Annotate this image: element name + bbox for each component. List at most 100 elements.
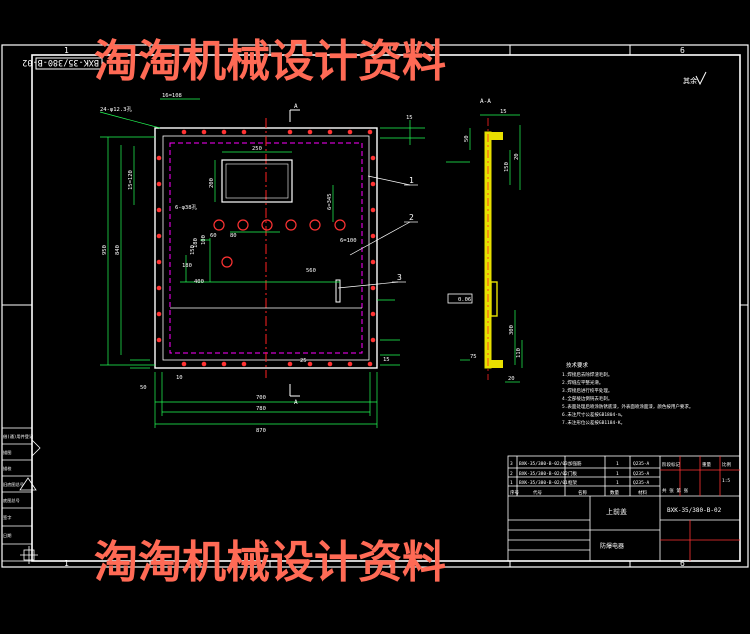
grid-bottom-1: 1 bbox=[64, 559, 69, 568]
bom-header-no: 序号 bbox=[510, 489, 519, 496]
dim-950: 950 bbox=[102, 245, 108, 255]
bom-row1-name: 框架 bbox=[568, 479, 577, 486]
watermark-bottom: 淘淘机械设计资料 bbox=[94, 537, 446, 588]
dim-s15b: 15 bbox=[383, 357, 390, 363]
outer-border bbox=[1, 44, 749, 568]
section-letter-bottom: A bbox=[294, 399, 298, 406]
bom-row3-code: BXK-35/380-B-02/03 bbox=[519, 461, 568, 467]
inner-border bbox=[31, 54, 741, 562]
dim-s15: 15 bbox=[406, 115, 413, 121]
side-table-item-4: 底图总号 bbox=[3, 497, 20, 504]
dim-870: 870 bbox=[256, 428, 266, 434]
section-letter-top: A bbox=[294, 103, 298, 110]
side-table-item-0: 借(通)用件登记 bbox=[3, 433, 34, 440]
title-block-frame bbox=[507, 455, 741, 562]
side-table-item-6: 日期 bbox=[3, 533, 11, 539]
roughness-symbol-icon bbox=[695, 71, 707, 86]
note-6: 6.未注尺寸公差按GB1804-m。 bbox=[562, 411, 625, 418]
note-7: 7.未注形位公差按GB1184-K。 bbox=[562, 419, 625, 426]
roughness-label: 其余 bbox=[683, 76, 697, 85]
sdim-300: 300 bbox=[509, 325, 515, 335]
grid-top-1: 1 bbox=[64, 46, 69, 55]
dim-top-pitch: 16=108 bbox=[162, 93, 182, 99]
sdim-20b: 20 bbox=[508, 376, 515, 382]
note-2: 2.焊缝应平整光滑。 bbox=[562, 379, 603, 386]
dim-180: 180 bbox=[182, 263, 192, 269]
flatness-value: 0.06 bbox=[458, 297, 471, 303]
section-dim-texts: 50 15 20 150 300 110 75 20 bbox=[464, 109, 522, 382]
rotated-code-box: BXK-35/380-B-02 bbox=[22, 57, 103, 70]
dim-texts: 24-φ12.3孔 16=108 250 6-φ38孔 6=100 560 18… bbox=[100, 93, 413, 434]
dim-560: 560 bbox=[306, 268, 316, 274]
scale-label: 比例 bbox=[722, 461, 731, 468]
bom-header-name: 名称 bbox=[578, 489, 587, 496]
bom-header-code: 代号 bbox=[533, 489, 542, 496]
dim-texts-vertical: 950 840 15=120 200 6=345 150 100 180 bbox=[102, 170, 333, 255]
callout-1: 1 bbox=[409, 176, 414, 185]
part-name: 上前盖 bbox=[606, 507, 627, 516]
dim-right-pitch: 6=345 bbox=[327, 193, 333, 210]
dim-10: 10 bbox=[176, 375, 183, 381]
dim-25: 25 bbox=[300, 358, 307, 364]
side-table-item-2: 描校 bbox=[3, 465, 12, 472]
dim-400: 400 bbox=[194, 279, 204, 285]
notes-title: 技术要求 bbox=[566, 361, 589, 369]
bom-row3-name: 加强筋 bbox=[568, 460, 582, 467]
side-table: 借(通)用件登记 描图 描校 旧底图总号 底图总号 签字 日期 bbox=[3, 433, 34, 539]
note-1: 1.焊接后去除焊渣毛刺。 bbox=[562, 371, 612, 378]
dim-60: 60 bbox=[210, 233, 217, 239]
note-3: 3.焊接后进行校平处理。 bbox=[562, 387, 612, 394]
sdim-75: 75 bbox=[470, 354, 477, 360]
section-dims bbox=[446, 114, 523, 383]
bom-header-qty: 数量 bbox=[610, 489, 619, 496]
bom-row2-material: Q235-A bbox=[633, 471, 650, 477]
bom-row3-material: Q235-A bbox=[633, 461, 650, 467]
side-markers bbox=[19, 439, 41, 564]
title-block-text: 上前盖 BXK-35/380-B-02 防爆电器 阶段标记 重量 比例 1:5 … bbox=[600, 461, 731, 550]
hole-row bbox=[213, 219, 346, 268]
dim-left-pitch: 15=120 bbox=[128, 170, 134, 190]
scale-value: 1:5 bbox=[722, 478, 730, 484]
side-table-item-5: 签字 bbox=[3, 514, 11, 520]
technical-notes: 技术要求 1.焊接后去除焊渣毛刺。 2.焊缝应平整光滑。 3.焊接后进行校平处理… bbox=[562, 361, 693, 426]
grid-top-6: 6 bbox=[680, 46, 685, 55]
side-table-item-1: 描图 bbox=[3, 449, 11, 456]
sdim-110: 110 bbox=[516, 348, 522, 358]
bom-row3-qty: 1 bbox=[616, 461, 619, 467]
callout-leaders bbox=[337, 175, 418, 289]
callouts: 1 2 3 bbox=[397, 176, 414, 282]
bom-row2-qty: 1 bbox=[616, 471, 619, 477]
dim-80: 80 bbox=[230, 233, 237, 239]
bom-row3-no: 3 bbox=[510, 461, 513, 467]
bom-row1-material: Q235-A bbox=[633, 480, 650, 486]
side-table-frame bbox=[1, 427, 33, 562]
dim-840: 840 bbox=[115, 245, 121, 255]
rotated-drawing-code: BXK-35/380-B-02 bbox=[22, 57, 99, 67]
note-4: 4.全部棱边倒钝去毛刺。 bbox=[562, 395, 612, 402]
section-view: A-A 0.06 bbox=[447, 98, 503, 380]
callout-3: 3 bbox=[397, 273, 402, 282]
sdim-150: 150 bbox=[504, 162, 510, 172]
section-letters: A A bbox=[294, 103, 298, 406]
side-table-item-3: 旧底图总号 bbox=[3, 481, 24, 488]
grid-labels: 1 6 1 6 bbox=[64, 46, 685, 568]
dim-180-v: 180 bbox=[193, 238, 199, 248]
section-label: A-A bbox=[480, 98, 491, 105]
grid-ticks bbox=[2, 45, 748, 567]
sheet-info: 共 张 第 张 bbox=[662, 487, 689, 494]
dimension-lines bbox=[99, 98, 425, 428]
bom-row2-no: 2 bbox=[510, 471, 513, 477]
dim-hole-spec: 24-φ12.3孔 bbox=[100, 105, 132, 113]
dim-700: 700 bbox=[256, 395, 266, 401]
sdim-20: 20 bbox=[514, 153, 520, 160]
dim-pitch-100: 6=100 bbox=[340, 238, 357, 244]
bom-row2-code: BXK-35/380-B-02/02 bbox=[519, 471, 568, 477]
grid-bottom-6: 6 bbox=[680, 559, 685, 568]
company-name: 防爆电器 bbox=[600, 542, 624, 550]
flange-holes bbox=[156, 129, 376, 367]
sdim-15: 15 bbox=[500, 109, 507, 115]
weight-label: 重量 bbox=[702, 461, 711, 468]
bom-row1-qty: 1 bbox=[616, 480, 619, 486]
